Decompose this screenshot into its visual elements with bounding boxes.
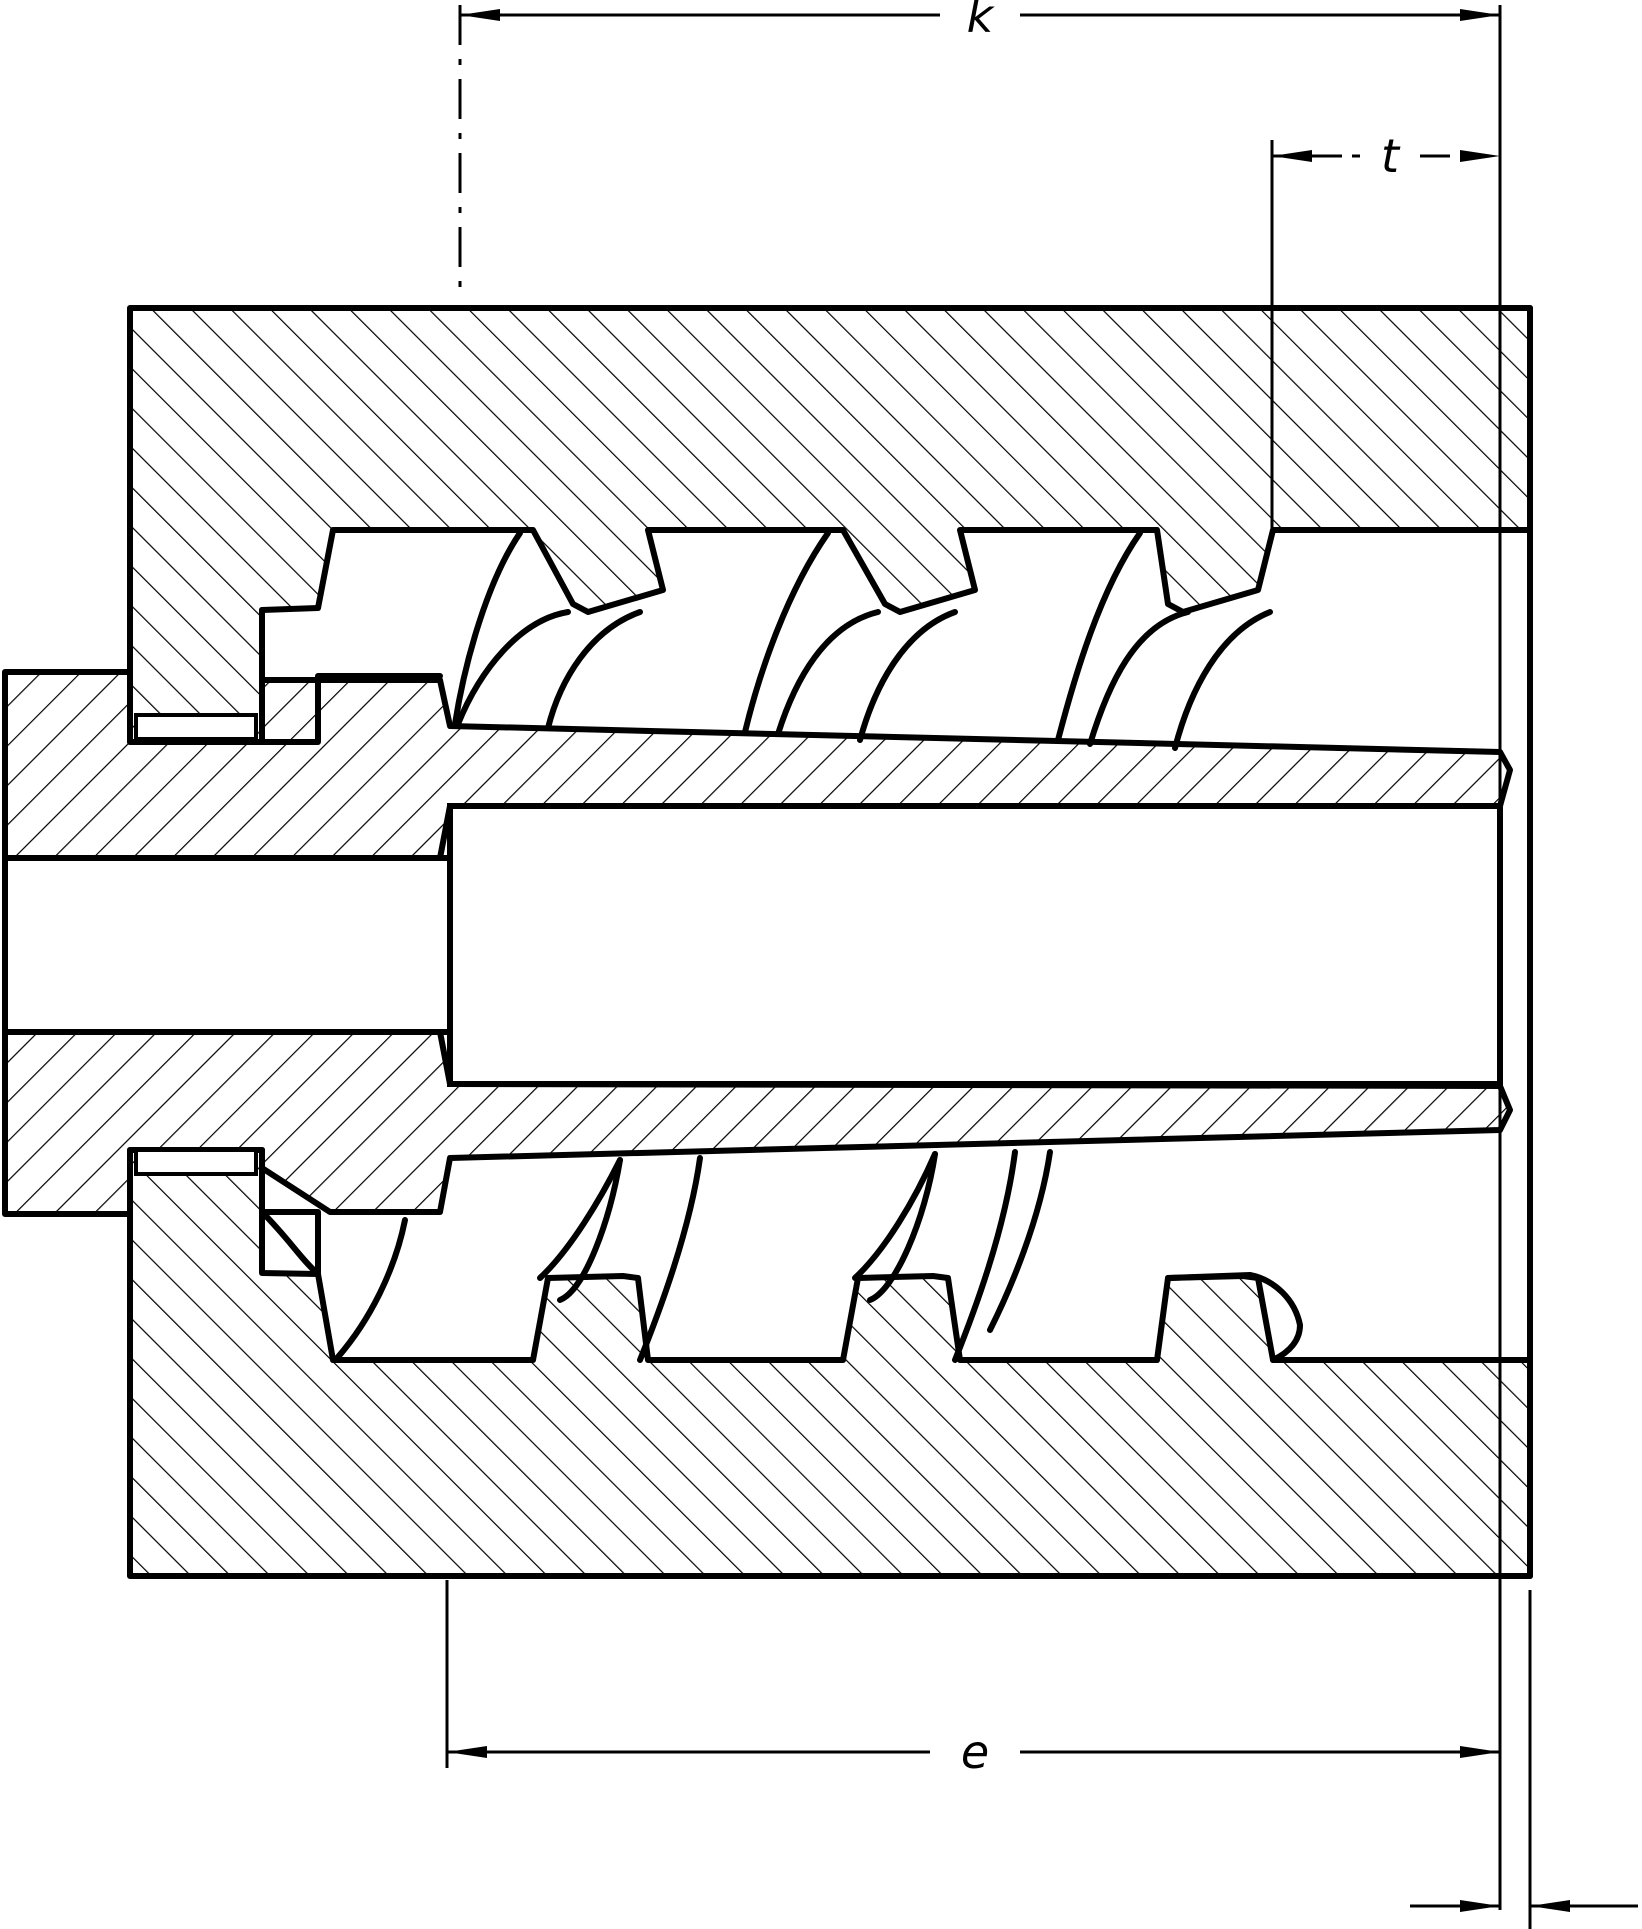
outer-body xyxy=(127,305,1533,1579)
k-label: k xyxy=(967,0,996,43)
upper-slot xyxy=(134,713,258,741)
lower-step xyxy=(259,1147,321,1277)
upper-step xyxy=(259,607,443,745)
upper-thread-curves xyxy=(452,530,1273,751)
dimension-k: k xyxy=(458,0,1502,1910)
inner-sleeve-upper xyxy=(2,669,1513,861)
dimension-e: e xyxy=(445,1580,1500,1779)
lower-thread-curves xyxy=(259,1149,1303,1363)
e-label: e xyxy=(961,1725,989,1779)
outer-body-top-wall xyxy=(127,305,1533,745)
shaft-bore xyxy=(2,855,453,1035)
t-label: t xyxy=(1381,129,1401,183)
dimension-t: t xyxy=(1270,129,1500,530)
slot-details xyxy=(134,607,443,1277)
lower-slot xyxy=(134,1148,258,1176)
dimension-gap xyxy=(1410,1590,1638,1929)
central-bore xyxy=(447,803,1503,1087)
inner-sleeve xyxy=(2,669,1513,1217)
